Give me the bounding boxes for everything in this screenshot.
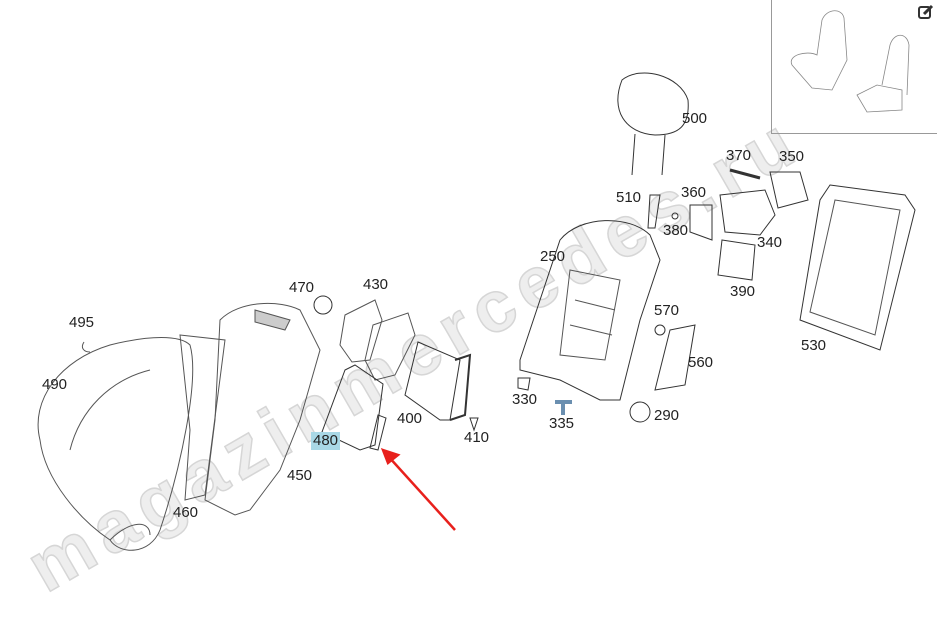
part-390-shape — [717, 239, 756, 281]
part-label-290[interactable]: 290 — [654, 407, 680, 424]
pointer-arrow — [380, 447, 456, 531]
part-460-shape — [179, 334, 226, 501]
part-360-shape — [689, 204, 713, 241]
part-370-shape — [729, 168, 761, 180]
seat-thumbnail-icon — [790, 10, 910, 113]
part-label-510[interactable]: 510 — [616, 189, 642, 206]
part-330-shape — [517, 377, 531, 391]
part-label-250[interactable]: 250 — [540, 248, 566, 265]
part-label-380[interactable]: 380 — [663, 222, 689, 239]
part-350-shape — [769, 171, 809, 209]
part-label-360[interactable]: 360 — [681, 184, 707, 201]
part-470-shape — [313, 295, 333, 315]
overview-thumbnail[interactable] — [771, 0, 937, 134]
part-410-shape — [469, 417, 479, 432]
part-label-390[interactable]: 390 — [730, 283, 756, 300]
part-label-530[interactable]: 530 — [801, 337, 827, 354]
part-label-570[interactable]: 570 — [654, 302, 680, 319]
part-450-shape — [204, 302, 321, 516]
part-label-480-selected[interactable]: 480 — [311, 432, 341, 450]
part-label-450[interactable]: 450 — [287, 467, 313, 484]
part-335-shape — [555, 400, 572, 415]
part-label-470[interactable]: 470 — [289, 279, 315, 296]
part-label-410[interactable]: 410 — [464, 429, 490, 446]
edit-icon[interactable] — [918, 4, 934, 20]
part-400-shape — [404, 341, 461, 421]
part-560-shape — [654, 324, 696, 391]
part-label-400[interactable]: 400 — [397, 410, 423, 427]
part-label-460[interactable]: 460 — [173, 504, 199, 521]
part-500-shape — [617, 72, 689, 136]
part-290-shape — [629, 401, 651, 423]
part-510-shape — [647, 194, 661, 229]
part-340-shape — [719, 189, 776, 236]
part-label-330[interactable]: 330 — [512, 391, 538, 408]
part-label-500[interactable]: 500 — [682, 110, 708, 127]
part-label-335[interactable]: 335 — [549, 415, 575, 432]
part-490-shape — [37, 337, 194, 551]
part-label-560[interactable]: 560 — [688, 354, 714, 371]
part-530-shape — [799, 184, 916, 351]
part-label-340[interactable]: 340 — [757, 234, 783, 251]
part-570-shape — [654, 324, 666, 336]
part-label-495[interactable]: 495 — [69, 314, 95, 331]
part-label-350[interactable]: 350 — [779, 148, 805, 165]
part-430-shape — [339, 299, 383, 363]
part-380-shape — [671, 212, 679, 220]
part-label-430[interactable]: 430 — [363, 276, 389, 293]
part-495-shape — [81, 341, 91, 353]
part-250-shape — [519, 220, 661, 401]
part-label-370[interactable]: 370 — [726, 147, 752, 164]
part-label-490[interactable]: 490 — [42, 376, 68, 393]
